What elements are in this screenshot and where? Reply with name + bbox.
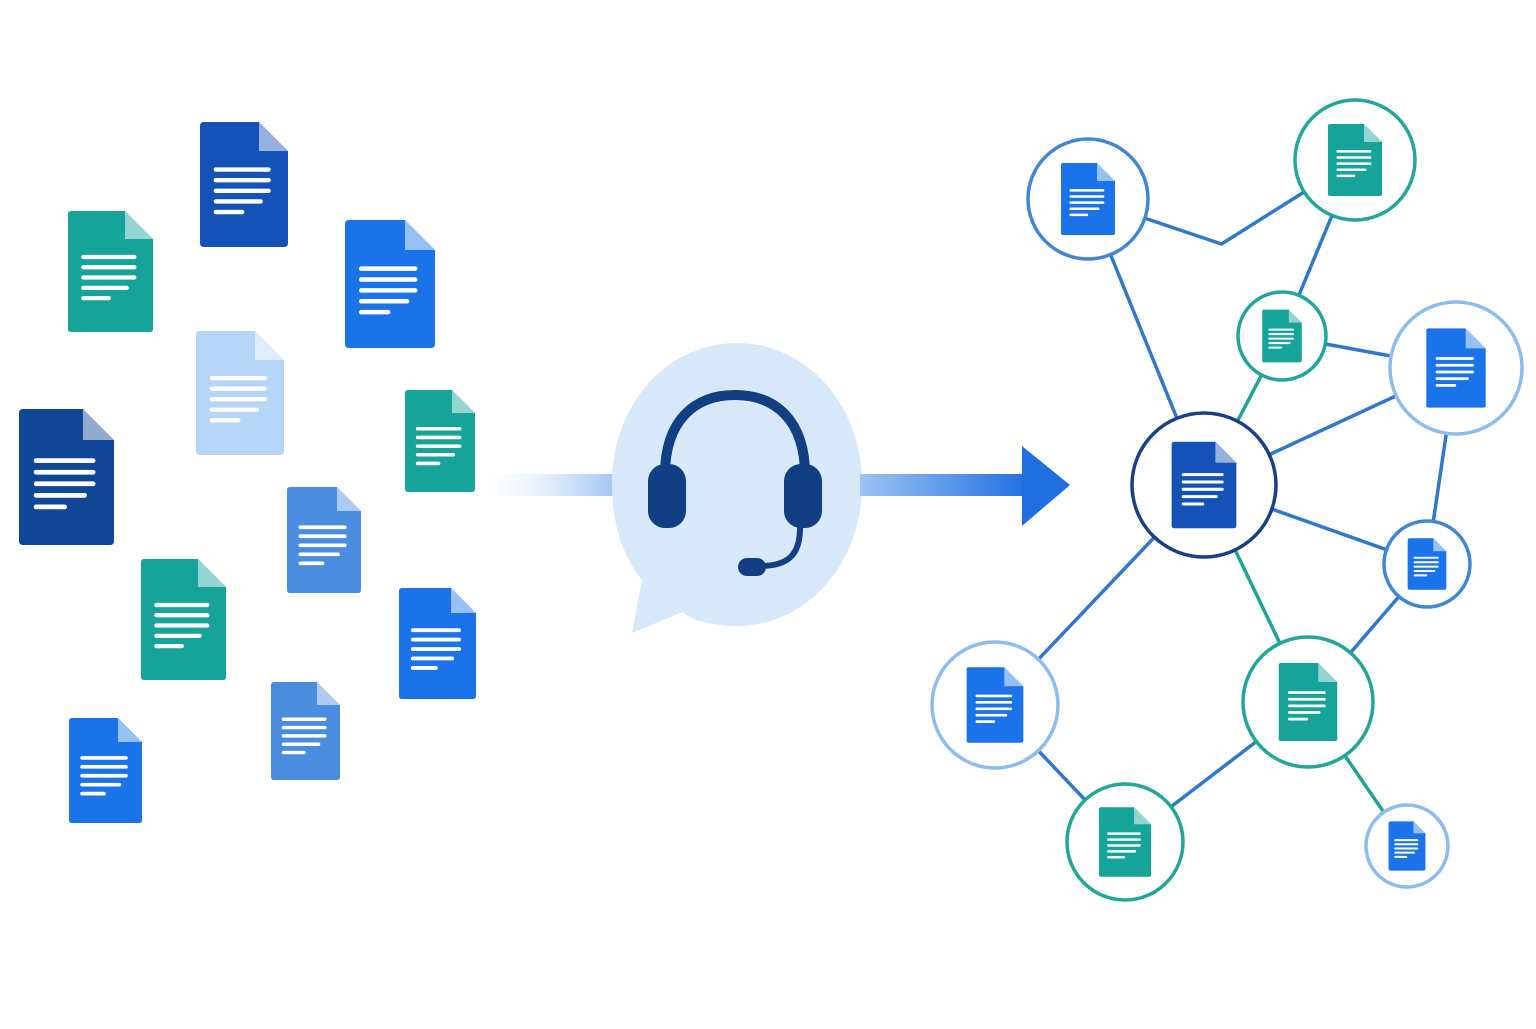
document-icon	[271, 682, 340, 780]
incoming-flow-bar	[488, 474, 628, 496]
network-node	[1293, 98, 1417, 222]
arrow-right-icon	[1022, 446, 1070, 526]
network-node	[930, 640, 1060, 770]
headset-icon	[648, 389, 822, 576]
document-icon	[405, 390, 475, 492]
document-icon	[1061, 163, 1115, 235]
document-icon	[141, 559, 226, 680]
document-icon	[1278, 663, 1338, 741]
document-icon	[1262, 309, 1302, 363]
document-icon	[196, 331, 284, 455]
network-node	[1241, 635, 1375, 769]
document-icon	[966, 667, 1024, 743]
document-icon	[1328, 124, 1382, 196]
network-node	[1364, 803, 1450, 889]
scattered-documents	[19, 122, 476, 823]
document-icon	[1171, 441, 1237, 529]
chat-bubble-icon	[612, 343, 862, 633]
network-node	[1026, 137, 1150, 261]
document-icon	[200, 122, 288, 247]
document-icon	[19, 409, 114, 545]
document-icon	[1388, 821, 1426, 871]
document-icon	[399, 588, 476, 699]
document-icon	[1407, 538, 1447, 590]
network-node	[1065, 782, 1185, 902]
outgoing-flow-bar	[860, 474, 1030, 496]
network-node	[1236, 290, 1328, 382]
document-icon	[345, 220, 435, 348]
document-icon	[68, 211, 153, 332]
network-node	[1130, 411, 1278, 559]
network-nodes	[930, 98, 1524, 902]
processing-flow	[488, 343, 1070, 633]
network-node	[1382, 519, 1472, 609]
document-icon	[69, 718, 142, 823]
document-icon	[1098, 807, 1152, 877]
document-icon	[287, 487, 361, 593]
document-icon	[1426, 328, 1486, 408]
network-node	[1388, 300, 1524, 436]
